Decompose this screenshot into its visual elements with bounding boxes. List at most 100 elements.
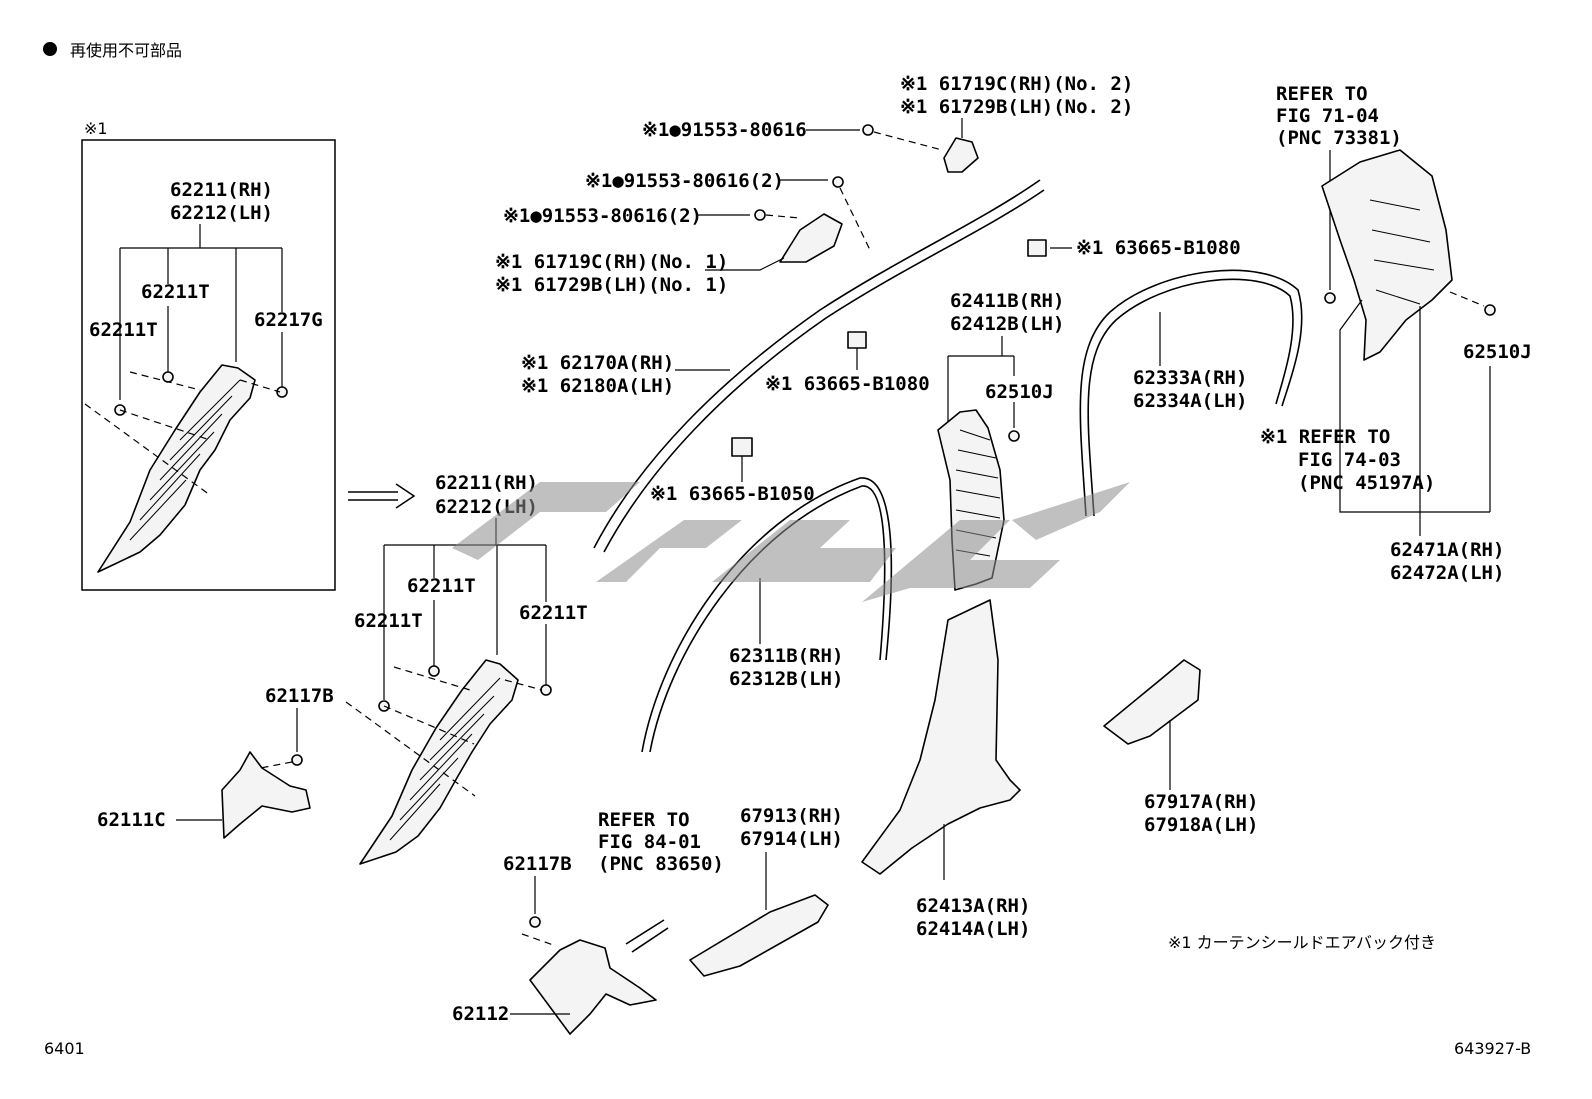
legend-text: 再使用不可部品 [70, 41, 182, 60]
inset-a-pillar [97, 364, 256, 573]
part-62333A-inner [1087, 278, 1294, 517]
ref71-line1: REFER TO [1276, 83, 1368, 105]
bullet-icon [43, 42, 57, 56]
part-62170A-curtain-airbag [593, 179, 1041, 549]
label-61729B-1: ※1 61729B(LH)(No. 1) [495, 274, 728, 296]
label-62412B: 62412B(LH) [950, 313, 1064, 335]
part-67913-scuff [689, 894, 829, 977]
clip-62117B-a [291, 754, 303, 766]
label-61719C-2: ※1 61719C(RH)(No. 2) [900, 73, 1133, 95]
part-62333A-weatherstrip [1079, 269, 1303, 517]
ref71-line3: (PNC 73381) [1276, 127, 1402, 149]
inset-pillar-hatch [129, 379, 241, 541]
part-62170A-edge [603, 189, 1045, 553]
part-62112 [529, 939, 657, 1035]
label-62334A: 62334A(LH) [1133, 390, 1247, 412]
label-62170A: ※1 62170A(RH) [521, 352, 674, 374]
inset-dashed [84, 371, 281, 496]
ref71-line2: FIG 71-04 [1276, 105, 1379, 127]
part-pnc73381 [1324, 292, 1336, 304]
footnote-curtain-airbag: ※1 カーテンシールドエアバック付き [1168, 933, 1436, 952]
bolt-91553-a [754, 209, 766, 221]
watermark-logo [452, 482, 1130, 602]
inset-label-62211T-b: 62211T [89, 319, 158, 341]
label-61729B-2: ※1 61729B(LH)(No. 2) [900, 96, 1133, 118]
page-number-left: 6401 [44, 1039, 85, 1058]
inset-label-62211: 62211(RH) [170, 179, 273, 201]
inset-labels: 62211(RH) 62212(LH) 62211T 62211T 62217G [89, 179, 323, 341]
clip-c [428, 665, 440, 677]
label-62211T-c: 62211T [407, 575, 476, 597]
dash-62117B-b [521, 933, 557, 947]
label-63665-B1080-a: ※1 63665-B1080 [765, 373, 930, 395]
label-62180A: ※1 62180A(LH) [521, 375, 674, 397]
label-62471A: 62471A(RH) [1390, 539, 1504, 561]
clip-62117B-b [529, 916, 541, 928]
leader-62411B [947, 336, 1015, 430]
part-62111C [221, 751, 311, 839]
part-63665-B1080-a [847, 331, 867, 349]
label-91553-b: ※1●91553-80616(2) [585, 170, 784, 192]
quarter-trim-hatch [1369, 199, 1435, 305]
label-62333A: 62333A(RH) [1133, 367, 1247, 389]
label-63665-B1050: ※1 63665-B1050 [650, 483, 815, 505]
clip-62510J-b [1484, 304, 1496, 316]
label-67913: 67913(RH) [740, 805, 843, 827]
label-61719C-1: ※1 61719C(RH)(No. 1) [495, 251, 728, 273]
inset-mark: ※1 [84, 119, 108, 138]
bolt-91553-b [832, 176, 844, 188]
ref84-line1: REFER TO [598, 809, 690, 831]
main-pillar-hatch [389, 677, 501, 841]
label-67918A: 67918A(LH) [1144, 814, 1258, 836]
dash-91553-a [765, 214, 801, 219]
part-63665-B1080-b [1027, 239, 1047, 257]
label-62472A: 62472A(LH) [1390, 562, 1504, 584]
label-63665-B1080-b: ※1 63665-B1080 [1076, 237, 1241, 259]
label-62413A: 62413A(RH) [916, 895, 1030, 917]
main-a-pillar-labels: 62211(RH) 62212(LH) 62211T 62211T 62211T [354, 472, 588, 632]
label-62211T-e: 62211T [519, 602, 588, 624]
label-62117B-a: 62117B [265, 685, 334, 707]
inset-box [81, 139, 336, 591]
label-62117B-b: 62117B [503, 853, 572, 875]
label-91553-a: ※1●91553-80616(2) [503, 205, 702, 227]
label-91553-c: ※1●91553-80616 [642, 119, 807, 141]
label-62414A: 62414A(LH) [916, 918, 1030, 940]
dash-62510J-b [1449, 291, 1485, 307]
inset-label-62211T-a: 62211T [141, 281, 210, 303]
upper-b-pillar-hatch [955, 429, 1001, 557]
main-dashed [345, 666, 543, 797]
ref84-line2: FIG 84-01 [598, 831, 701, 853]
label-67917A: 67917A(RH) [1144, 791, 1258, 813]
label-62112: 62112 [452, 1003, 509, 1025]
dash-91553-b [839, 187, 871, 251]
ref74-line2: FIG 74-03 [1298, 449, 1401, 471]
label-62510J-a: 62510J [985, 381, 1054, 403]
label-62211: 62211(RH) [435, 472, 538, 494]
part-62311B-weatherstrip [641, 477, 893, 753]
inset-leaders [119, 224, 283, 400]
label-62211T-d: 62211T [354, 610, 423, 632]
label-62111C: 62111C [97, 809, 166, 831]
label-67914: 67914(LH) [740, 828, 843, 850]
leader-61719C-1 [705, 257, 785, 271]
inset-arrow [348, 483, 416, 509]
inset-label-62217G: 62217G [254, 309, 323, 331]
inset-label-62212: 62212(LH) [170, 202, 273, 224]
clip-e [540, 684, 552, 696]
ref74-line1: ※1 REFER TO [1260, 426, 1390, 448]
part-62413A-lower-b-pillar [861, 599, 1021, 875]
clip-62510J-a [1008, 430, 1020, 442]
part-63665-B1050 [731, 437, 753, 457]
label-62312B: 62312B(LH) [729, 668, 843, 690]
leader-62471A [1339, 299, 1491, 536]
part-pnc83650 [625, 919, 669, 953]
ref74-line3: (PNC 45197A) [1298, 472, 1435, 494]
part-61719C-bracket-2 [943, 137, 979, 173]
part-61719C-bracket-1 [779, 213, 843, 263]
page-number-right: 643927-B [1454, 1039, 1531, 1058]
label-62510J-b: 62510J [1463, 341, 1532, 363]
part-67917A-scuff [1103, 659, 1201, 745]
